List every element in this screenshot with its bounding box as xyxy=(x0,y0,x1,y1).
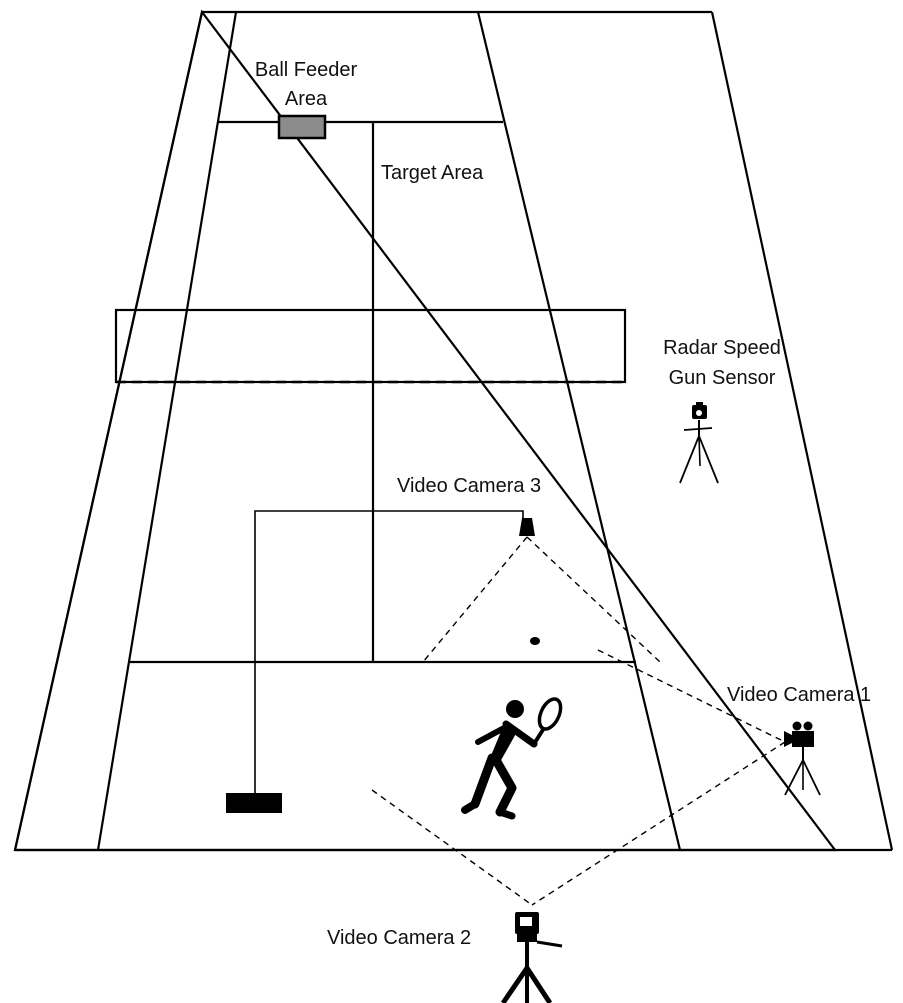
tennis-ball-icon xyxy=(530,637,540,645)
singles-sideline-right xyxy=(476,11,682,851)
radar-speed-gun-on-tripod-icon xyxy=(679,402,719,484)
camera3-fov-left xyxy=(422,536,528,663)
radar-label-line1: Radar Speed xyxy=(663,337,781,359)
court-outline xyxy=(13,9,838,852)
tennis-player-icon xyxy=(461,697,563,820)
court-right-edge xyxy=(710,11,894,851)
camera1-fov-upper xyxy=(597,649,786,743)
video-camera-1-on-tripod-icon xyxy=(784,721,821,796)
singles-sideline-left xyxy=(96,11,238,851)
video-camera-2-on-tripod-icon xyxy=(500,912,563,1003)
ground-sensor-box xyxy=(226,793,282,813)
camera3-label: Video Camera 3 xyxy=(397,475,541,497)
camera3-fov-right xyxy=(526,536,661,663)
ground-sensor xyxy=(226,510,524,813)
net xyxy=(114,308,627,384)
target-area-label: Target Area xyxy=(381,162,484,184)
net-band xyxy=(114,308,627,384)
ball-feeder-label-line1: Ball Feeder xyxy=(255,59,358,81)
ball-feeder-box xyxy=(277,114,327,140)
camera1-fov-lower xyxy=(531,741,786,906)
tennis-court xyxy=(13,9,894,852)
radar-label-line2: Gun Sensor xyxy=(669,367,776,389)
camera3-icon xyxy=(519,518,535,536)
camera2-label: Video Camera 2 xyxy=(327,927,471,949)
court-left-edge xyxy=(13,11,204,851)
ball-feeder-label-line2: Area xyxy=(285,88,328,110)
camera1-label: Video Camera 1 xyxy=(727,684,871,706)
camera2-fov-left xyxy=(371,789,533,906)
overhead-camera-icon xyxy=(519,518,535,536)
camera3-cable xyxy=(254,510,524,793)
camera-fields-of-view xyxy=(371,536,786,906)
